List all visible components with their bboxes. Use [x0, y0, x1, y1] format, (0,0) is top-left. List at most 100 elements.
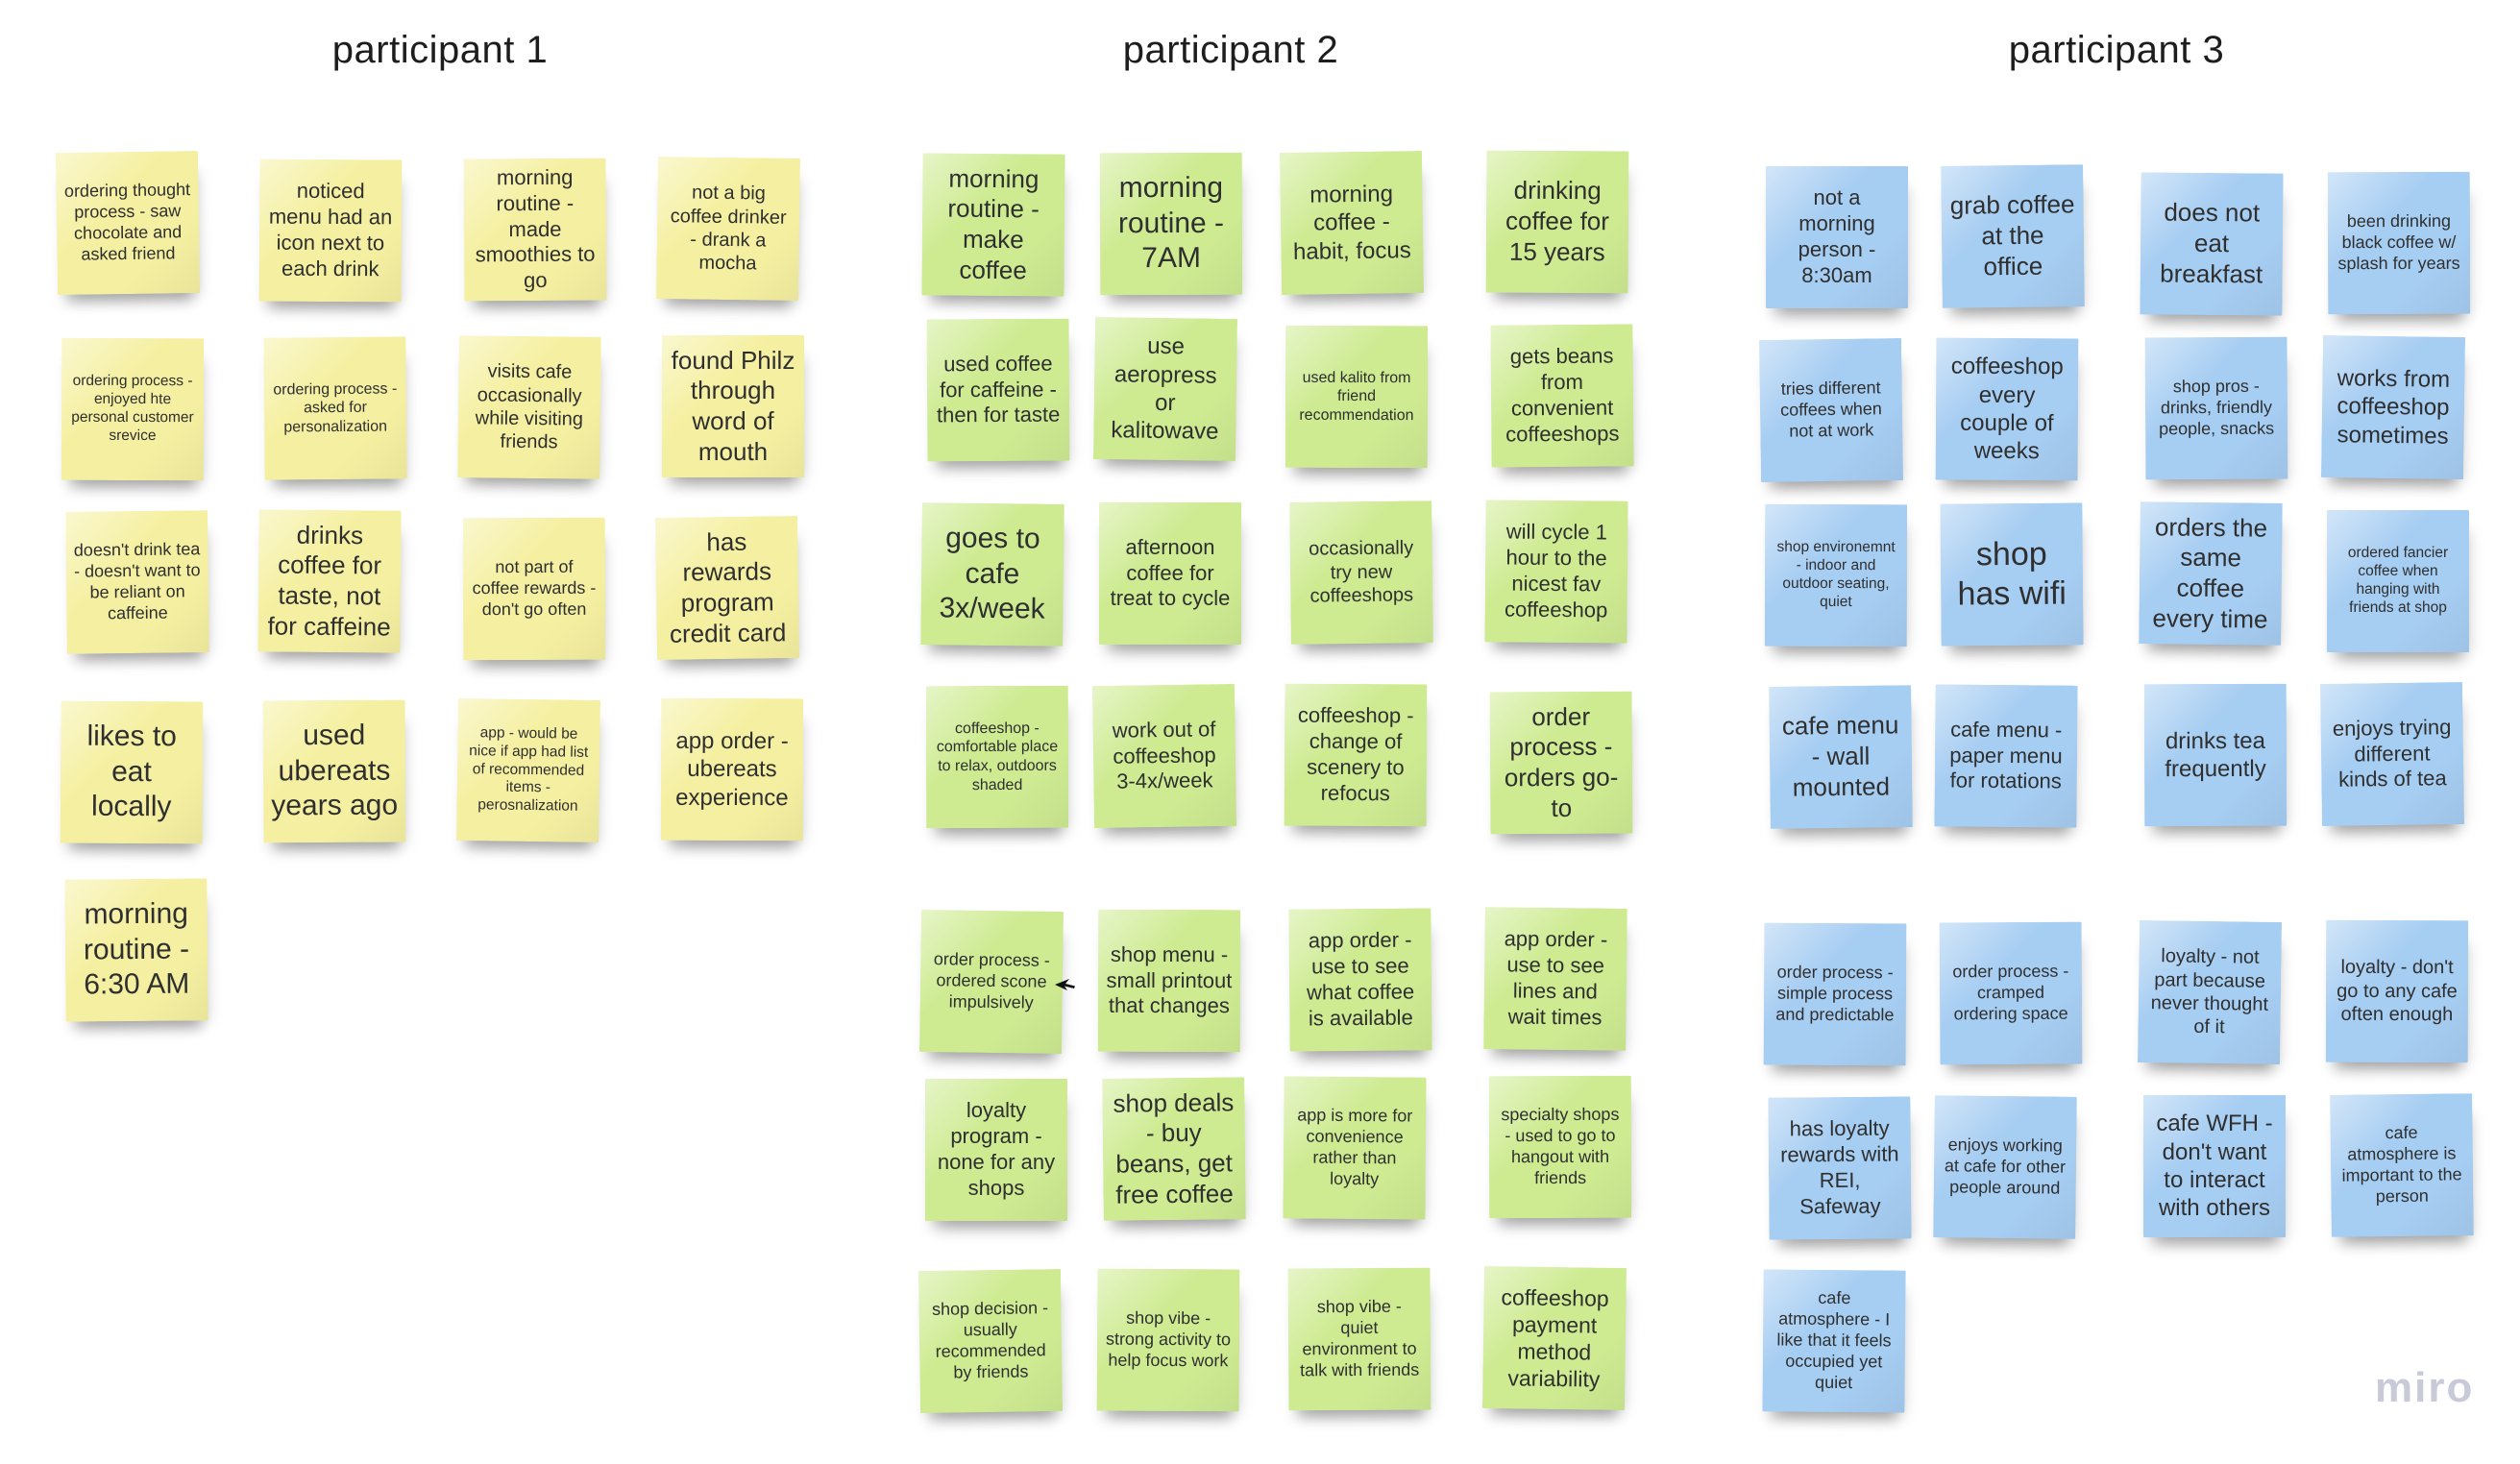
- sticky-note-text: work out of coffeeshop 3-4x/week: [1112, 717, 1216, 794]
- sticky-note-text: cafe menu - wall mounted: [1781, 710, 1899, 802]
- sticky-note[interactable]: coffeeshop payment method variability: [1481, 1265, 1627, 1411]
- sticky-note[interactable]: works from coffeeshop sometimes: [2320, 334, 2466, 480]
- sticky-note[interactable]: shop environemnt - indoor and outdoor se…: [1764, 503, 1908, 647]
- sticky-note[interactable]: shop menu - small printout that changes: [1097, 909, 1241, 1053]
- participant-title[interactable]: participant 2: [1122, 29, 1339, 71]
- sticky-note[interactable]: loyalty - don't go to any cafe often eno…: [2325, 919, 2469, 1063]
- sticky-note-text: noticed menu had an icon next to each dr…: [268, 179, 393, 281]
- sticky-note[interactable]: used ubereats years ago: [262, 699, 406, 843]
- sticky-note-text: morning routine - 7AM: [1117, 171, 1225, 275]
- sticky-note[interactable]: orders the same coffee every time: [2139, 501, 2283, 646]
- sticky-note[interactable]: drinking coffee for 15 years: [1485, 150, 1629, 294]
- sticky-note[interactable]: order process - ordered scone impulsivel…: [918, 909, 1064, 1055]
- sticky-note[interactable]: loyalty program - none for any shops: [925, 1079, 1067, 1221]
- sticky-note-text: order process - simple process and predi…: [1775, 962, 1895, 1025]
- sticky-note[interactable]: has loyalty rewards with REI, Safeway: [1768, 1096, 1912, 1240]
- sticky-note[interactable]: will cycle 1 hour to the nicest fav coff…: [1484, 500, 1628, 644]
- sticky-note[interactable]: app order - ubereats experience: [660, 697, 804, 842]
- sticky-note[interactable]: coffeeshop every couple of weeks: [1935, 337, 2079, 481]
- sticky-note-text: shop menu - small printout that changes: [1106, 941, 1233, 1018]
- sticky-note-text: drinking coffee for 15 years: [1505, 176, 1610, 267]
- sticky-note[interactable]: cafe menu - paper menu for rotations: [1934, 684, 2078, 828]
- sticky-note[interactable]: shop has wifi: [1940, 502, 2084, 647]
- sticky-note-text: works from coffeeshop sometimes: [2337, 365, 2451, 450]
- sticky-note[interactable]: app order - use to see what coffee is av…: [1288, 908, 1432, 1052]
- sticky-note[interactable]: cafe atmosphere - I like that it feels o…: [1762, 1269, 1906, 1413]
- sticky-note-text: specialty shops - used to go to hangout …: [1501, 1104, 1620, 1188]
- sticky-note[interactable]: likes to eat locally: [60, 700, 204, 844]
- sticky-note[interactable]: ordered fancier coffee when hanging with…: [2327, 510, 2469, 652]
- sticky-note[interactable]: afternoon coffee for treat to cycle: [1099, 502, 1241, 645]
- sticky-note[interactable]: order process - simple process and predi…: [1763, 922, 1907, 1066]
- sticky-note[interactable]: has rewards program credit card: [654, 515, 800, 661]
- sticky-note[interactable]: used kalito from friend recommendation: [1284, 325, 1429, 469]
- sticky-note[interactable]: morning coffee - habit, focus: [1279, 150, 1425, 296]
- sticky-note[interactable]: app - would be nice if app had list of r…: [455, 697, 601, 843]
- sticky-note[interactable]: not part of coffee rewards - don't go of…: [462, 517, 606, 661]
- sticky-note-text: afternoon coffee for treat to cycle: [1110, 534, 1231, 611]
- sticky-note-text: coffeeshop - change of scenery to refocu…: [1297, 703, 1414, 806]
- sticky-note[interactable]: doesn't drink tea - doesn't want to be r…: [65, 510, 209, 654]
- sticky-note[interactable]: gets beans from convenient coffeeshops: [1490, 324, 1634, 468]
- sticky-note-text: doesn't drink tea - doesn't want to be r…: [73, 539, 201, 623]
- sticky-note-text: not part of coffee rewards - don't go of…: [472, 556, 597, 620]
- sticky-note[interactable]: not a morning person - 8:30am: [1766, 166, 1908, 308]
- sticky-note-text: not a morning person - 8:30am: [1798, 185, 1876, 287]
- sticky-note[interactable]: shop deals - buy beans, get free coffee: [1102, 1077, 1246, 1221]
- sticky-note[interactable]: grab coffee at the office: [1941, 164, 2085, 308]
- sticky-note[interactable]: drinks tea frequently: [2143, 683, 2288, 827]
- sticky-note-text: grab coffee at the office: [1949, 189, 2075, 281]
- sticky-note[interactable]: ordering thought process - saw chocolate…: [55, 150, 201, 296]
- sticky-note-text: used ubereats years ago: [271, 719, 399, 822]
- sticky-note[interactable]: morning routine - 6:30 AM: [64, 878, 208, 1022]
- sticky-note-text: does not eat breakfast: [2160, 198, 2263, 289]
- sticky-note[interactable]: not a big coffee drinker - drank a mocha: [655, 156, 801, 302]
- sticky-note[interactable]: cafe atmosphere is important to the pers…: [2330, 1093, 2474, 1237]
- participant-title[interactable]: participant 1: [331, 29, 549, 71]
- sticky-note[interactable]: use aeropress or kalitowave: [1092, 316, 1238, 462]
- sticky-note[interactable]: goes to cafe 3x/week: [920, 502, 1064, 647]
- sticky-note[interactable]: visits cafe occasionally while visiting …: [457, 335, 601, 479]
- sticky-note[interactable]: cafe WFH - don't want to interact with o…: [2143, 1095, 2286, 1237]
- sticky-note-text: shop pros - drinks, friendly people, sna…: [2159, 376, 2275, 439]
- participant-title[interactable]: participant 3: [2008, 29, 2225, 71]
- sticky-note-text: app order - ubereats experience: [675, 727, 789, 811]
- sticky-note-text: cafe WFH - don't want to interact with o…: [2156, 1110, 2273, 1222]
- sticky-note[interactable]: work out of coffeeshop 3-4x/week: [1091, 683, 1237, 829]
- sticky-note[interactable]: app is more for convenience rather than …: [1283, 1076, 1427, 1220]
- sticky-note[interactable]: used coffee for caffeine - then for tast…: [926, 318, 1070, 462]
- sticky-note[interactable]: shop decision - usually recommended by f…: [917, 1268, 1064, 1414]
- sticky-note[interactable]: tries different coffees when not at work: [1758, 337, 1904, 483]
- sticky-note[interactable]: morning routine - make coffee: [921, 153, 1065, 297]
- sticky-note-text: morning coffee - habit, focus: [1292, 181, 1411, 265]
- sticky-note-text: shop deals - buy beans, get free coffee: [1113, 1086, 1235, 1209]
- sticky-note[interactable]: enjoys working at cafe for other people …: [1933, 1095, 2077, 1239]
- sticky-note[interactable]: noticed menu had an icon next to each dr…: [258, 159, 403, 303]
- sticky-note-text: will cycle 1 hour to the nicest fav coff…: [1504, 519, 1608, 622]
- sticky-note[interactable]: found Philz through word of mouth: [662, 335, 804, 477]
- sticky-note[interactable]: cafe menu - wall mounted: [1769, 685, 1913, 829]
- sticky-note[interactable]: ordering process - asked for personaliza…: [263, 336, 407, 480]
- sticky-note[interactable]: shop vibe - strong activity to help focu…: [1096, 1268, 1240, 1412]
- sticky-note[interactable]: morning routine - 7AM: [1099, 152, 1243, 296]
- sticky-note[interactable]: drinks coffee for taste, not for caffein…: [257, 509, 402, 653]
- sticky-note[interactable]: app order - use to see lines and wait ti…: [1483, 907, 1627, 1051]
- sticky-note[interactable]: order process - cramped ordering space: [1939, 921, 2083, 1065]
- sticky-note-text: goes to cafe 3x/week: [939, 522, 1045, 625]
- sticky-note[interactable]: coffeeshop - change of scenery to refocu…: [1284, 683, 1428, 827]
- sticky-note[interactable]: morning routine - made smoothies to go: [463, 158, 607, 302]
- sticky-note[interactable]: enjoys trying different kinds of tea: [2319, 681, 2465, 827]
- sticky-note[interactable]: occasionally try new coffeeshops: [1289, 500, 1433, 645]
- sticky-note[interactable]: order process - orders go-to: [1489, 691, 1633, 835]
- sticky-note[interactable]: coffeeshop - comfortable place to relax,…: [925, 685, 1069, 829]
- sticky-note[interactable]: shop pros - drinks, friendly people, sna…: [2144, 336, 2288, 480]
- sticky-note-text: used kalito from friend recommendation: [1299, 369, 1414, 424]
- sticky-note[interactable]: ordering process - enjoyed hte personal …: [61, 337, 205, 481]
- sticky-note[interactable]: does not eat breakfast: [2140, 172, 2284, 316]
- sticky-note[interactable]: been drinking black coffee w/ splash for…: [2327, 171, 2471, 315]
- sticky-note[interactable]: shop vibe - quiet environment to talk wi…: [1287, 1267, 1431, 1411]
- sticky-note-text: app is more for convenience rather than …: [1297, 1105, 1413, 1189]
- sticky-note[interactable]: loyalty - not part because never thought…: [2137, 919, 2283, 1065]
- sticky-note[interactable]: specialty shops - used to go to hangout …: [1488, 1075, 1632, 1219]
